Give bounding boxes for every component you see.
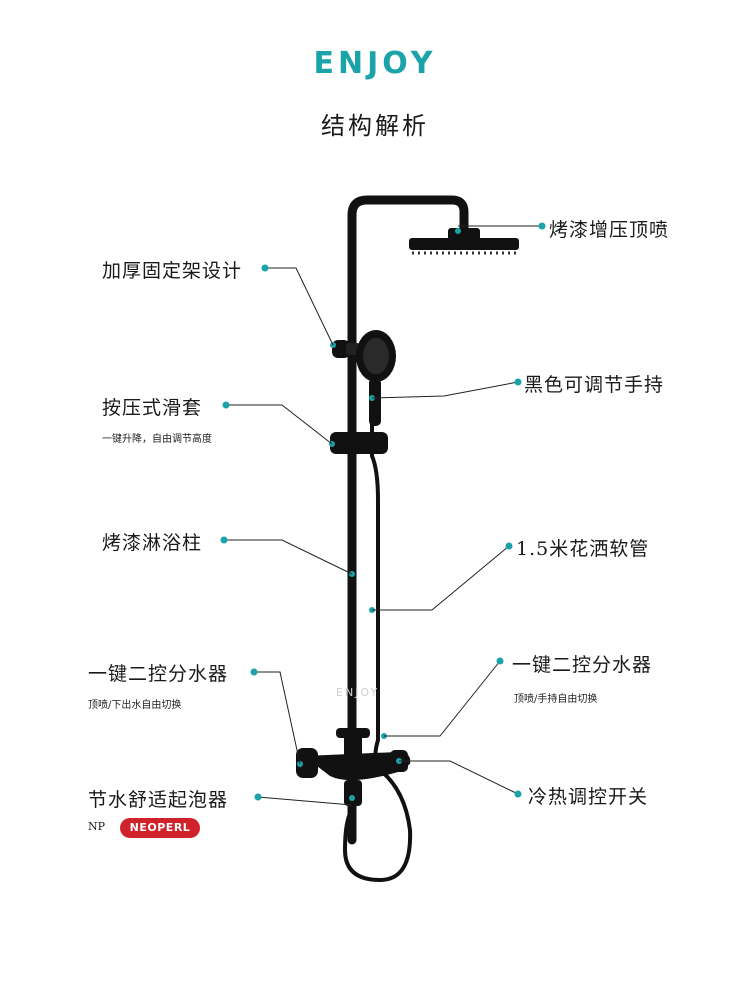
page-title: 结构解析: [321, 112, 429, 140]
rain-shower-head: [409, 228, 519, 255]
label-slider-sub: 一键升降，自由调节高度: [102, 434, 212, 445]
hotspot-markers: [297, 228, 461, 801]
label-diverter-left-sub: 顶喷/下出水自由切换: [88, 700, 182, 711]
shower-product: [343, 195, 469, 882]
label-valve: 冷热调控开关: [528, 786, 649, 808]
mixer-valve-body: [296, 728, 411, 806]
handheld-shower: [356, 330, 396, 426]
label-handheld: 黑色可调节手持: [524, 374, 665, 396]
watermark: ENJOY: [336, 686, 380, 699]
leader-lines: [224, 225, 540, 806]
np-label: NP: [88, 820, 106, 833]
label-diverter-left: 一键二控分水器: [88, 663, 229, 685]
label-dots: [220, 222, 546, 801]
brand-logo: ENJOY: [313, 46, 437, 81]
label-aerator: 节水舒适起泡器: [88, 789, 229, 811]
label-bracket: 加厚固定架设计: [102, 260, 243, 282]
label-diverter-right: 一键二控分水器: [512, 654, 653, 676]
neoperl-logo: NEOPERL: [120, 818, 200, 838]
label-top-spray: 烤漆增压顶喷: [549, 219, 670, 241]
shower-column: [347, 195, 469, 845]
slider-sleeve: [330, 432, 388, 454]
label-diverter-right-sub: 顶喷/手持自由切换: [514, 694, 598, 705]
label-slider: 按压式滑套: [102, 397, 203, 419]
shower-hose: [343, 394, 413, 882]
label-hose: 1.5米花洒软管: [516, 538, 650, 560]
label-column: 烤漆淋浴柱: [102, 532, 203, 554]
